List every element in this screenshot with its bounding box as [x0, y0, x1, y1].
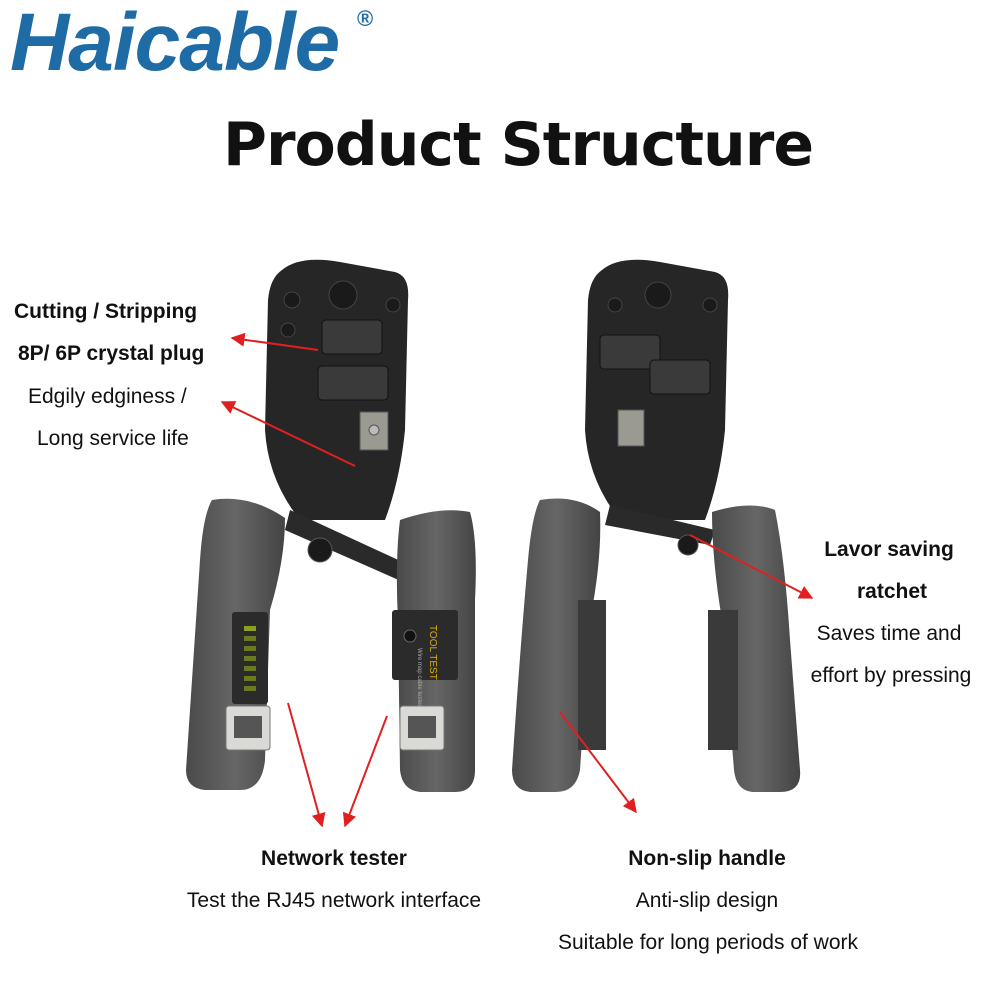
ratchet-link — [285, 510, 420, 585]
arrow-tester-right — [342, 715, 388, 828]
rivet — [385, 297, 401, 313]
callout-tester-desc: Test the RJ45 network interface — [186, 889, 482, 912]
crimp-die — [321, 319, 383, 355]
callout-tester-heading: Network tester — [261, 847, 407, 870]
rivet — [283, 291, 301, 309]
page-title: Product Structure — [222, 110, 814, 180]
callout-handle-heading: Non-slip handle — [628, 847, 786, 870]
cutting-blade — [617, 409, 645, 447]
callout-cutting-heading: Cutting / Stripping — [14, 300, 198, 323]
arrow-handle — [559, 711, 637, 814]
callout-cutting-line3: Edgily edginess / — [28, 385, 187, 408]
callout-cutting-line4: Long service life — [37, 427, 189, 450]
test-button — [403, 629, 417, 643]
crimping-tool-front: TOOL TEST Wire map cable tester — [186, 259, 476, 792]
crimp-die — [649, 359, 711, 395]
arrow-ratchet — [689, 534, 814, 599]
registered-mark: ® — [357, 6, 374, 31]
tester-brand-text: TOOL TEST — [427, 625, 438, 680]
callout-ratchet-desc-1: Saves time and — [816, 622, 962, 645]
crimping-tool-back — [512, 259, 801, 792]
led-indicators — [244, 626, 256, 691]
callout-arrows — [220, 332, 814, 828]
arrow-cutting — [230, 332, 319, 351]
arrow-blade — [220, 401, 356, 467]
pivot-bolt — [328, 280, 358, 310]
tester-panel — [392, 610, 458, 680]
rivet — [280, 322, 296, 338]
pivot-bolt — [644, 281, 672, 309]
cutting-blade — [359, 411, 389, 451]
callout-ratchet-desc-2: effort by pressing — [810, 664, 972, 687]
callout-cutting-line2: 8P/ 6P crystal plug — [18, 342, 205, 365]
callout-ratchet-heading-1: Lavor saving — [824, 538, 954, 561]
crimp-die — [599, 334, 661, 370]
tester-subtext: Wire map cable tester — [416, 648, 422, 706]
arrow-tester-left — [287, 702, 326, 828]
brand-logo: Haicable — [10, 0, 340, 88]
callout-handle-desc-2: Suitable for long periods of work — [558, 931, 858, 954]
callout-handle-desc-1: Anti-slip design — [635, 889, 779, 912]
callout-ratchet-heading-2: ratchet — [856, 580, 928, 603]
crimp-die — [317, 365, 389, 401]
